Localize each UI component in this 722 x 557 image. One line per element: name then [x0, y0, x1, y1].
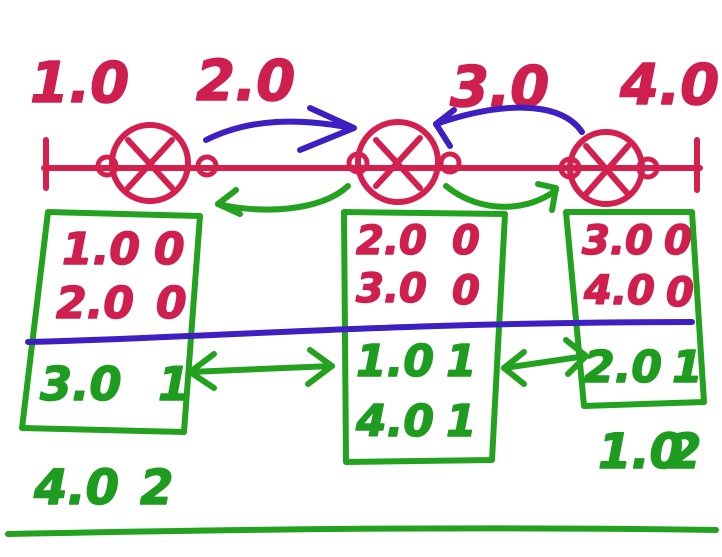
- router-3-port-left: [558, 156, 582, 180]
- network-label-3: 3.0: [450, 55, 549, 120]
- table-3-row-3-network: 2.0: [584, 342, 662, 393]
- table-2-row-4-hops: 1: [446, 396, 477, 447]
- network-label-4: 4.0: [619, 53, 719, 118]
- table-3-extra-row: 1.0 2: [597, 423, 702, 481]
- table-1-row-3-hops: 1: [158, 357, 190, 411]
- exchange-arrow-2-to-1: [215, 183, 351, 217]
- table-2-row-3-hops: 1: [446, 336, 477, 387]
- table-3-learned-rows: 2.0 1: [583, 341, 703, 394]
- table-1-row-3-network: 3.0: [40, 357, 122, 411]
- table-3-row-2-hops: 0: [666, 270, 694, 316]
- router-1-port-left: [95, 154, 119, 178]
- table-1-learned-rows: 3.0 1: [39, 356, 191, 412]
- table-3-row-4-network: 1.0: [598, 424, 683, 480]
- table-3-row-2-network: 4.0: [583, 268, 655, 314]
- router-1-port-right: [195, 154, 219, 178]
- exchange-arrow-2-to-3: [443, 181, 559, 213]
- table-1-extra-row: 4.0 2: [32, 459, 174, 517]
- table-2-direct-rows: 2.0 0 3.0 0: [355, 217, 480, 315]
- table-1-row-4-network: 4.0: [33, 460, 119, 516]
- table-1-row-4-hops: 2: [140, 460, 173, 516]
- table-2-learned-rows: 1.0 1 4.0 1: [354, 335, 477, 448]
- router-3-port-right: [636, 156, 660, 180]
- table-2-row-3-network: 1.0: [356, 336, 434, 387]
- router-3: [558, 129, 660, 207]
- table-3-row-1-network: 3.0: [582, 218, 653, 264]
- table-2-row-2-network: 3.0: [356, 266, 427, 312]
- network-label-1: 1.0: [30, 51, 129, 116]
- table-2-row-1-hops: 0: [452, 218, 480, 264]
- table-2-row-4-network: 4.0: [355, 396, 434, 447]
- router-2-port-right: [438, 151, 462, 175]
- table-1-row-1-hops: 0: [154, 224, 185, 275]
- table-1-row-2-hops: 0: [156, 278, 187, 329]
- table-3-row-1-hops: 0: [664, 218, 692, 264]
- forward-arrow-1-to-2: [203, 105, 357, 153]
- bottom-line: [5, 525, 719, 537]
- routing-table-3-frame: [563, 209, 707, 409]
- table-1-direct-rows: 1.0 0 2.0 0: [55, 223, 187, 330]
- table-2-row-1-network: 2.0: [356, 218, 427, 264]
- table-1-row-2-network: 2.0: [56, 278, 134, 329]
- table-separator-line: [25, 319, 695, 345]
- exchange-arrow-table-2-3: [501, 337, 589, 387]
- router-1: [95, 122, 219, 204]
- routing-table-2-frame: [341, 209, 508, 465]
- table-3-direct-rows: 3.0 0 4.0 0: [581, 217, 694, 317]
- table-2-row-2-hops: 0: [452, 268, 480, 314]
- table-1-row-1-network: 1.0: [62, 224, 140, 275]
- exchange-arrow-table-1-2: [187, 347, 335, 391]
- table-3-row-3-hops: 1: [672, 342, 703, 393]
- forward-arrow-3-to-2: [433, 104, 585, 149]
- routing-table-1-frame: [19, 209, 203, 435]
- router-2: [346, 119, 462, 205]
- network-label-2: 2.0: [196, 49, 295, 114]
- router-2-port-left: [346, 151, 370, 175]
- table-3-row-4-hops: 2: [668, 424, 701, 480]
